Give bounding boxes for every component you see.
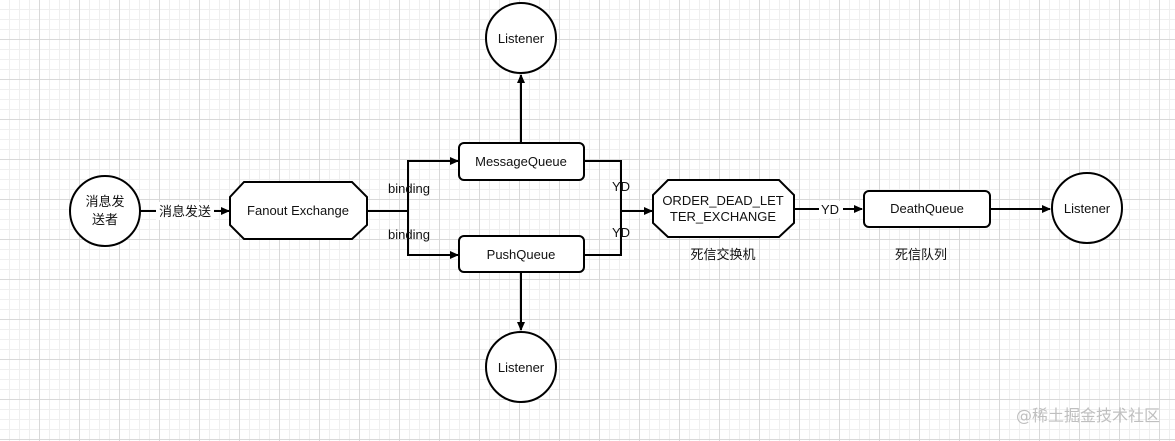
listener-right-circle xyxy=(1051,172,1123,244)
edge-label-bg-send xyxy=(156,202,214,220)
node-sender: 消息发 送者 xyxy=(69,175,141,247)
node-push-queue: PushQueue xyxy=(458,235,585,273)
edge-label-yd-death: YD xyxy=(821,202,839,217)
push-queue-box xyxy=(458,235,585,273)
edge-fanout-to-messagequeue xyxy=(407,157,459,196)
death-queue-caption: 死信队列 xyxy=(895,247,947,262)
edge-label-yd-bottom: YD xyxy=(612,225,630,240)
edge-label-binding-bottom: binding xyxy=(388,227,430,242)
push-queue-label: PushQueue xyxy=(487,247,556,262)
node-listener-right: Listener xyxy=(1051,172,1123,244)
listener-bottom-circle xyxy=(485,331,557,403)
edge-label-bg-yd-death xyxy=(819,201,843,218)
death-queue-label: DeathQueue xyxy=(890,201,964,216)
sender-label-line2: 送者 xyxy=(92,212,118,227)
dead-letter-exchange-shape xyxy=(652,179,795,238)
node-dead-letter-exchange: ORDER_DEAD_LET TER_EXCHANGE 死信交换机 xyxy=(652,179,795,262)
listener-right-label: Listener xyxy=(1064,201,1111,216)
node-death-queue: DeathQueue 死信队列 xyxy=(863,190,991,262)
dead-letter-exchange-label-line2: TER_EXCHANGE xyxy=(670,209,777,224)
node-fanout-exchange: Fanout Exchange xyxy=(229,181,368,240)
message-queue-box xyxy=(458,142,585,181)
listener-top-label: Listener xyxy=(498,31,545,46)
edge-fanout-to-pushqueue xyxy=(407,226,459,259)
edge-messagequeue-to-dlx xyxy=(584,160,622,196)
listener-bottom-label: Listener xyxy=(498,360,545,375)
sender-circle xyxy=(69,175,141,247)
dead-letter-exchange-caption: 死信交换机 xyxy=(690,247,755,262)
node-listener-top: Listener xyxy=(485,2,557,74)
death-queue-box xyxy=(863,190,991,228)
edge-label-yd-top: YD xyxy=(612,179,630,194)
message-queue-label: MessageQueue xyxy=(475,154,567,169)
fanout-exchange-shape xyxy=(229,181,368,240)
edge-label-send: 消息发送 xyxy=(159,204,211,219)
node-message-queue: MessageQueue xyxy=(458,142,585,181)
fanout-exchange-label: Fanout Exchange xyxy=(247,203,349,218)
edge-pushqueue-to-dlx xyxy=(584,226,622,256)
node-listener-bottom: Listener xyxy=(485,331,557,403)
edge-labels: 消息发送 binding binding YD YD YD xyxy=(156,179,843,242)
sender-label-line1: 消息发 xyxy=(85,194,124,209)
watermark-text: @稀土掘金技术社区 xyxy=(1016,406,1160,425)
listener-top-circle xyxy=(485,2,557,74)
edge-label-binding-top: binding xyxy=(388,181,430,196)
edges xyxy=(140,74,1051,331)
dead-letter-exchange-label-line1: ORDER_DEAD_LET xyxy=(662,193,783,208)
